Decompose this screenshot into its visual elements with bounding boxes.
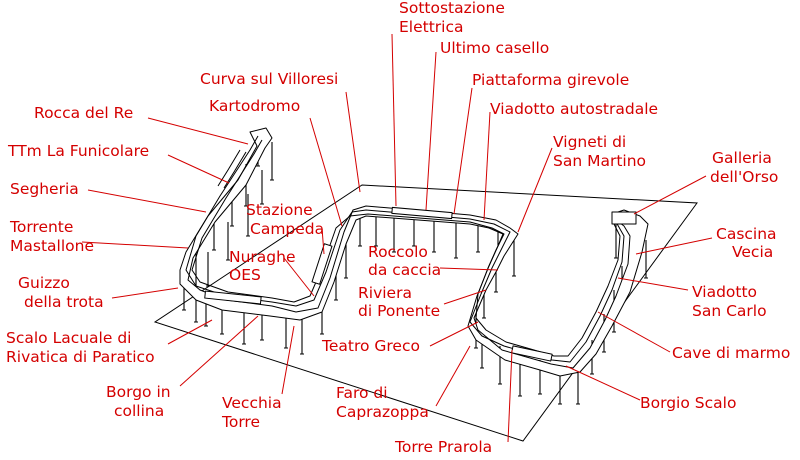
label-borgo-in-collina: Borgo in collina	[106, 383, 176, 420]
platform-scalo	[204, 290, 262, 305]
leader-lines	[81, 33, 713, 443]
label-vigneti-di-san-martino: Vigneti di San Martino	[553, 133, 646, 170]
label-nuraghe-oes: Nuraghe OES	[229, 248, 300, 284]
rail-inner-left	[185, 135, 625, 363]
label-ultimo-casello: Ultimo casello	[440, 39, 549, 57]
track-layout	[179, 127, 649, 377]
label-piattaforma-girevole: Piattaforma girevole	[472, 71, 629, 89]
label-segheria: Segheria	[10, 180, 79, 198]
label-roccolo-da-caccia: Roccolo da caccia	[368, 243, 441, 279]
label-vecchia-torre: Vecchia Torre	[221, 394, 287, 431]
platform-borgio	[511, 345, 553, 362]
label-viadotto-san-carlo: Viadotto San Carlo	[692, 283, 767, 320]
label-galleria-dell-orso: Galleria dell'Orso	[710, 149, 778, 186]
label-torrente-mastallone: Torrente Mastallone	[9, 218, 94, 255]
platform-sottostazione	[391, 206, 453, 220]
label-kartodromo: Kartodromo	[209, 97, 300, 115]
platform-campeda	[311, 243, 333, 285]
label-faro-di-caprazoppa: Faro di Caprazoppa	[336, 384, 429, 421]
base-board	[153, 184, 698, 442]
label-curva-sul-villoresi: Curva sul Villoresi	[200, 70, 338, 88]
platform-galleria	[611, 211, 637, 225]
label-cave-di-marmo: Cave di marmo	[672, 344, 790, 362]
label-torre-prarola: Torre Prarola	[394, 438, 492, 456]
label-cascina-vecia: Cascina Vecia	[716, 225, 781, 261]
label-guizzo-della-trota: Guizzo della trota	[18, 274, 104, 311]
labels: Rocca del Re TTm La Funicolare Segheria …	[6, 0, 790, 456]
label-ttm-la-funicolare: TTm La Funicolare	[7, 142, 149, 160]
rail-inner-right	[191, 139, 621, 357]
label-viadotto-autostradale: Viadotto autostradale	[490, 100, 658, 118]
label-rocca-del-re: Rocca del Re	[34, 104, 133, 122]
label-stazione-campeda: Stazione Campeda	[246, 201, 324, 238]
label-riviera-di-ponente: Riviera di Ponente	[358, 284, 440, 320]
label-scalo-lacuale: Scalo Lacuale di Rivatica di Paratico	[6, 329, 155, 366]
label-borgio-scalo: Borgio Scalo	[640, 394, 736, 412]
label-sottostazione-elettrica: Sottostazione Elettrica	[399, 0, 510, 36]
funicular-ramp	[217, 149, 241, 187]
label-teatro-greco: Teatro Greco	[321, 337, 420, 355]
